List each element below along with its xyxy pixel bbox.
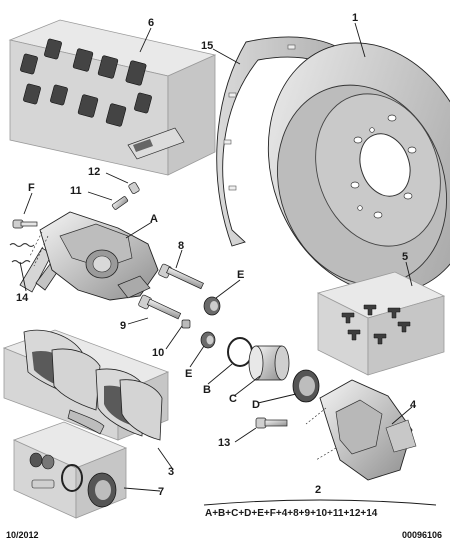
brake-pads <box>23 329 163 441</box>
footer-date: 10/2012 <box>6 530 39 540</box>
callout-a: A <box>150 213 158 225</box>
callout-3: 3 <box>168 466 174 478</box>
callout-12: 12 <box>88 166 100 178</box>
guide-bolt-f <box>12 219 38 229</box>
kit-formula: A+B+C+D+E+F+4+8+9+10+11+12+14 <box>205 508 378 519</box>
pad-hardware-kit-box <box>8 19 217 176</box>
piston-dust-boot <box>292 369 320 403</box>
callout-13: 13 <box>218 437 230 449</box>
callout-8: 8 <box>178 240 184 252</box>
callout-e-lower: E <box>185 368 192 380</box>
bleed-screw-cap <box>128 182 140 194</box>
callout-9: 9 <box>120 320 126 332</box>
small-bush <box>181 319 191 329</box>
caliper-carrier <box>305 379 417 481</box>
callout-labels: 1 15 6 12 11 F A 8 E 5 14 9 10 E B C D 4… <box>16 12 417 519</box>
guide-pin-long <box>158 263 204 290</box>
callout-d: D <box>252 399 260 411</box>
guide-dust-boot-lower <box>200 331 216 349</box>
brake-caliper <box>29 211 159 301</box>
callout-15: 15 <box>201 40 213 52</box>
seal-kit-parts <box>29 452 117 508</box>
grease-sachet <box>127 127 185 160</box>
callout-2: 2 <box>315 484 321 496</box>
bleed-screw <box>111 196 129 210</box>
callout-4: 4 <box>410 399 417 411</box>
callout-7: 7 <box>158 486 164 498</box>
seal-kit-box <box>12 421 128 519</box>
callout-14: 14 <box>16 292 29 304</box>
callout-6: 6 <box>148 17 154 29</box>
guide-dust-boot-upper <box>203 296 221 316</box>
callout-5: 5 <box>402 251 408 263</box>
piston <box>248 345 290 381</box>
piston-seal <box>227 337 253 367</box>
callout-10: 10 <box>152 347 164 359</box>
callout-f: F <box>28 182 35 194</box>
footer-reference-number: 00096106 <box>401 530 442 540</box>
leader-lines <box>19 22 437 506</box>
carrier-clip-kit-box <box>316 271 446 376</box>
brake-disc <box>267 42 450 294</box>
callout-c: C <box>229 393 237 405</box>
callout-1: 1 <box>352 12 358 24</box>
anti-rattle-clips <box>20 38 152 127</box>
callout-e-upper: E <box>237 269 244 281</box>
carrier-bolt <box>255 417 288 429</box>
callout-11: 11 <box>70 185 82 197</box>
guide-pin-short <box>138 294 182 320</box>
brake-pad-set-box <box>2 329 170 441</box>
callout-b: B <box>203 384 211 396</box>
